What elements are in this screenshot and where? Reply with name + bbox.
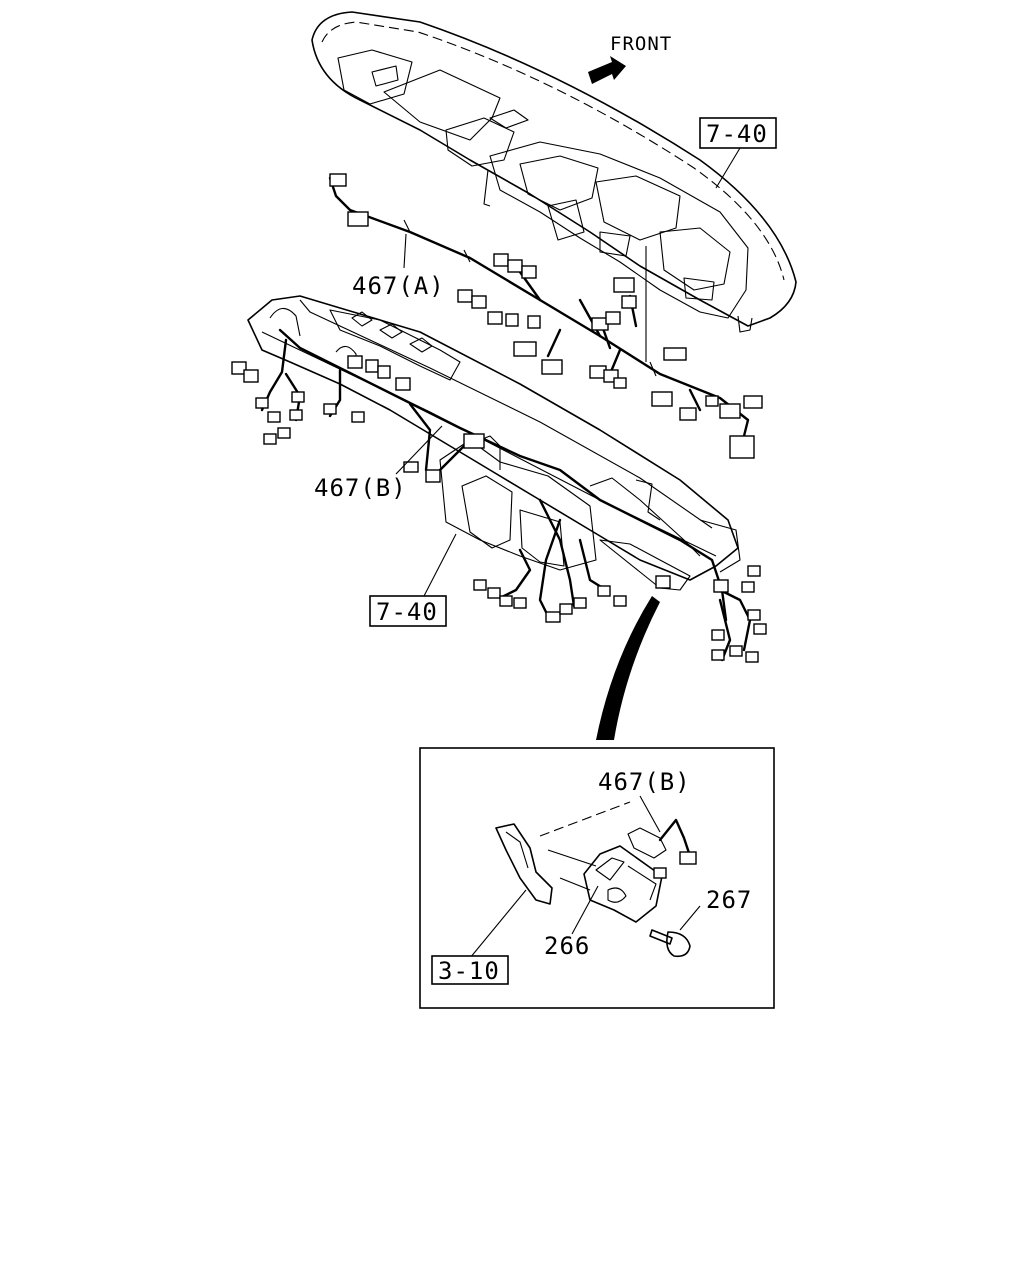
callout-pointer [596,596,660,740]
leader-harness-b [395,425,443,475]
ref-box-inset-label: 3-10 [438,957,500,985]
bracket-label[interactable]: 266 [544,932,590,960]
front-arrow-icon [588,56,626,84]
leader-bracket [571,885,599,935]
ref-box-mid-label: 7-40 [376,598,438,626]
leader-ref-inset [469,889,527,959]
ref-box-top-label: 7-40 [706,120,768,148]
harness-a-label[interactable]: 467(A) [352,272,445,300]
leader-ref-top [715,147,741,189]
harness-467b [231,328,767,663]
harness-467a [328,173,763,459]
instrument-panel-upper [311,11,797,333]
front-label: FRONT [610,33,672,55]
ref-box-mid[interactable]: 7-40 [369,595,447,627]
inset-harness-b-label[interactable]: 467(B) [598,768,691,796]
bolt-label[interactable]: 267 [706,886,752,914]
leader-inset-harness-b [639,795,661,833]
harness-b-label[interactable]: 467(B) [314,474,407,502]
inset-parts [495,801,697,958]
ref-box-top[interactable]: 7-40 [699,117,777,149]
inset-detail-box [419,747,775,1009]
ref-box-inset[interactable]: 3-10 [431,955,509,985]
leader-bolt [679,905,701,931]
leader-ref-mid [423,533,457,597]
leader-harness-a [403,233,407,269]
